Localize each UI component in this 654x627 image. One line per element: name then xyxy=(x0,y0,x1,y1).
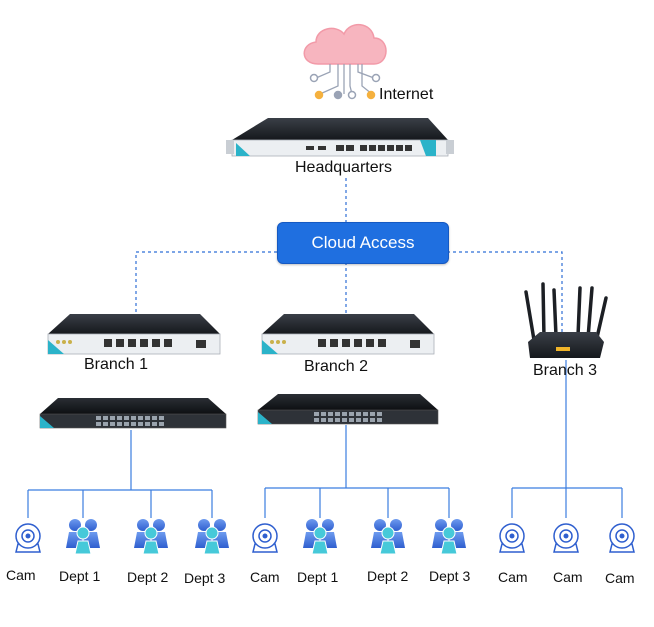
branch3-label: Branch 3 xyxy=(533,362,598,379)
cloud-to-branch3-link xyxy=(447,251,563,345)
branch2-switch-icon xyxy=(257,394,439,425)
endpoint-label: Dept 1 xyxy=(59,568,101,584)
camera-icon xyxy=(15,523,41,553)
endpoint-label: Cam xyxy=(250,569,280,585)
headquarters-device-icon xyxy=(226,118,454,157)
endpoint-label: Dept 2 xyxy=(127,569,169,585)
endpoint-label: Dept 2 xyxy=(367,568,409,584)
headquarters-label: Headquarters xyxy=(295,159,392,176)
cloud-icon xyxy=(303,24,387,100)
camera-icon xyxy=(499,523,525,553)
branch2-label: Branch 2 xyxy=(304,358,369,375)
user-group-icon xyxy=(195,519,229,555)
lan-links xyxy=(27,360,623,518)
endpoint-label: Dept 3 xyxy=(184,570,226,586)
user-group-icon xyxy=(66,519,100,555)
camera-icon xyxy=(252,523,278,553)
endpoint-label: Dept 1 xyxy=(297,569,339,585)
user-group-icon xyxy=(432,519,466,555)
endpoint-label: Dept 3 xyxy=(429,568,471,584)
user-group-icon xyxy=(303,519,337,555)
cloud-to-branch1-link xyxy=(135,251,277,315)
user-group-icon xyxy=(134,519,168,555)
branch3-router-icon xyxy=(524,282,608,358)
endpoint-label: Cam xyxy=(605,570,635,586)
endpoint-label: Cam xyxy=(498,569,528,585)
branch1-label: Branch 1 xyxy=(84,356,149,373)
endpoint-label: Cam xyxy=(6,567,36,583)
user-group-icon xyxy=(371,519,405,555)
camera-icon xyxy=(609,523,635,553)
branch2-gateway-icon xyxy=(261,314,435,355)
cloud-access-button[interactable]: Cloud Access xyxy=(277,222,449,264)
internet-label: Internet xyxy=(379,86,434,103)
vpn-links xyxy=(135,178,563,345)
camera-icon xyxy=(553,523,579,553)
branch1-switch-icon xyxy=(39,398,227,429)
endpoint-label: Cam xyxy=(553,569,583,585)
branch1-gateway-icon xyxy=(47,314,221,355)
